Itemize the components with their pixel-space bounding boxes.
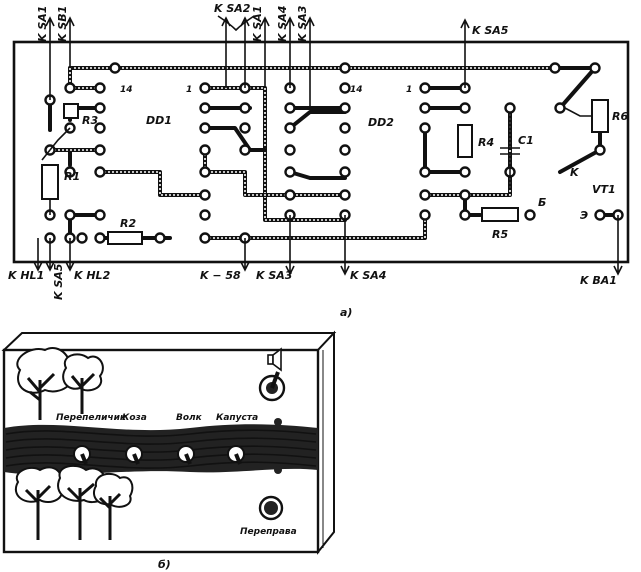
- tree-illustration-top: [16, 347, 104, 420]
- chip-label-dd1: DD1: [146, 114, 172, 127]
- toggle-switch-4[interactable]: [227, 445, 245, 465]
- resistor-r4-body: [457, 124, 473, 158]
- pcb-components: [41, 99, 609, 245]
- r6-wiper: [564, 107, 592, 117]
- transistor-pin-k: K: [570, 166, 580, 179]
- control-panel-box: Перепеличик Коза Волк Капуста Переправа …: [1, 330, 337, 571]
- lead-label-bottom-3: K HL2: [74, 269, 111, 282]
- toggle-switch-2[interactable]: [125, 445, 143, 465]
- transistor-pin-b: Б: [538, 196, 546, 209]
- resistor-r3-body: [63, 103, 79, 119]
- lead-label-top-5: K SA4: [276, 6, 289, 42]
- lead-label-bottom-5: K SA3: [256, 269, 293, 282]
- component-label-r2: R2: [120, 217, 136, 230]
- lead-label-top-7: K SA5: [472, 24, 509, 37]
- resistor-r6-body: [591, 99, 609, 133]
- resistor-r5-body: [481, 207, 519, 222]
- lead-label-top-4: K SA1: [251, 6, 264, 42]
- pcb-board: K SA1 K SB1 K SA2 K SA1 K SA4 K SA3 K SA…: [8, 2, 630, 319]
- pin-label-dd2-14: 14: [350, 85, 363, 95]
- lead-label-top-2: K SB1: [56, 6, 69, 42]
- component-label-r1: R1: [64, 170, 80, 183]
- reset-push-button[interactable]: [258, 495, 284, 521]
- chip-label-dd2: DD2: [368, 116, 394, 129]
- caption-a: а): [340, 306, 352, 319]
- pin-label-dd1-1: 1: [186, 85, 192, 95]
- transistor-pin-e: Э: [580, 209, 588, 222]
- pcb-pads: [44, 62, 624, 244]
- toggle-label-3: Волк: [176, 413, 203, 423]
- caption-b: б): [158, 558, 171, 571]
- indicator-lamp-2: [274, 466, 282, 474]
- lead-label-top-6: K SA3: [296, 5, 309, 42]
- lead-label-bottom-1: K HL1: [8, 269, 44, 282]
- lead-label-top-1: K SA1: [36, 6, 49, 42]
- lead-label-bottom-6: K SA4: [350, 269, 386, 282]
- component-label-r5: R5: [492, 228, 508, 241]
- push-button-label: Переправа: [240, 527, 297, 537]
- component-label-c1: C1: [518, 134, 534, 147]
- toggle-switch-1[interactable]: [73, 445, 91, 465]
- pin-label-dd2-1: 1: [406, 85, 412, 95]
- sa2-brace: [217, 15, 255, 32]
- speaker-icon: [267, 347, 282, 372]
- resistor-r1-body: [41, 164, 59, 200]
- capacitor-c1: [500, 112, 520, 190]
- tree-illustration-bottom: [15, 464, 134, 540]
- power-toggle-switch[interactable]: [258, 371, 286, 402]
- toggle-label-2: Коза: [122, 413, 147, 423]
- lead-label-top-3: K SA2: [214, 2, 251, 15]
- lead-label-bottom-7: K BA1: [580, 274, 617, 287]
- component-label-vt1: VT1: [592, 183, 616, 196]
- component-label-r3: R3: [82, 114, 98, 127]
- toggle-label-4: Капуста: [216, 413, 258, 423]
- resistor-r2-body: [107, 231, 143, 245]
- component-label-r4: R4: [478, 136, 494, 149]
- lead-label-bottom-4: K − 58: [200, 269, 241, 282]
- component-label-r6: R6: [612, 110, 628, 123]
- indicator-lamp-1: [274, 418, 282, 426]
- board-leads: [33, 16, 623, 276]
- toggle-switch-3[interactable]: [177, 445, 195, 465]
- pin-label-dd1-14: 14: [120, 85, 133, 95]
- toggle-label-1: Перепеличик: [56, 413, 127, 423]
- lead-label-bottom-2: K SA5: [52, 263, 65, 300]
